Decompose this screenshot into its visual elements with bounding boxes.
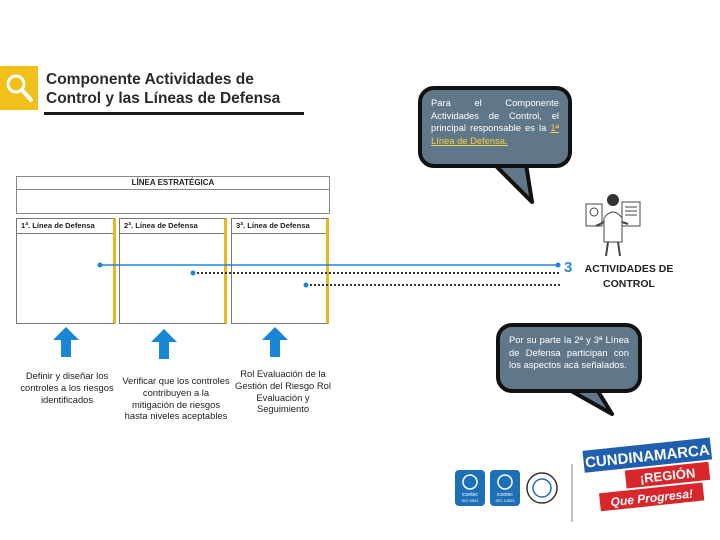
icontec-logo-1: icontec ISO 9001 (455, 470, 485, 506)
description-line-3: Rol Evaluación de la Gestión del Riesgo … (235, 368, 331, 415)
page-title-line1: Componente Actividades de (46, 71, 254, 88)
table-header: LÍNEA ESTRATÉGICA (16, 176, 330, 190)
iso-label-2: ISO 14001 (495, 498, 515, 503)
cert-label-1: icontec (462, 492, 478, 498)
bubble-top: Para el Componente Actividades de Contro… (418, 86, 572, 168)
target-number: 3 (564, 259, 573, 276)
connector-dot-3 (303, 282, 309, 288)
icontec-logo-2: icontec ISO 14001 (490, 470, 520, 506)
table-band (16, 190, 330, 214)
description-line-2: Verificar que los controles contribuyen … (122, 375, 230, 422)
page-title: Componente Actividades de Control y las … (46, 70, 306, 108)
arrow-up-icon-3 (262, 327, 288, 357)
column-header-1: 1ª. Línea de Defensa (17, 219, 113, 234)
person-documents-icon (585, 194, 641, 257)
page-title-line2: Control y las Líneas de Defensa (46, 90, 281, 107)
column-line-1: 1ª. Línea de Defensa (16, 218, 116, 324)
iso-label-1: ISO 9001 (462, 498, 480, 503)
bubble-bottom: Por su parte la 2ª y 3ª Línea de Defensa… (496, 323, 642, 393)
connector-end-1 (555, 262, 561, 268)
bubble-top-highlight: 1ª Línea de Defensa. (431, 122, 559, 146)
bubble-top-text: Para el Componente Actividades de Contro… (431, 97, 559, 133)
iqnet-seal-icon (526, 472, 558, 504)
magnifier-icon-tile (0, 66, 38, 110)
title-underline (44, 112, 304, 115)
column-header-3: 3ª. Línea de Defensa (232, 219, 326, 234)
cert-label-2: icontec (497, 492, 513, 498)
certification-logos: icontec ISO 9001 icontec ISO 14001 (455, 464, 573, 522)
description-line-1: Definir y diseñar los controles a los ri… (20, 370, 114, 405)
target-label: ACTIVIDADES DE CONTROL (584, 263, 674, 290)
magnifier-icon (6, 74, 33, 102)
arrow-up-icon-2 (151, 329, 177, 359)
connector-dot-1 (97, 262, 103, 268)
connector-dot-2 (190, 270, 196, 276)
column-header-2: 2ª. Línea de Defensa (120, 219, 224, 234)
cundinamarca-logo: CUNDINAMARCA ¡REGIÓN Que Progresa! (582, 437, 713, 512)
brand-region: ¡REGIÓN (639, 465, 696, 486)
column-line-3: 3ª. Línea de Defensa (231, 218, 329, 324)
column-line-2: 2ª. Línea de Defensa (119, 218, 227, 324)
arrow-up-icon-1 (53, 327, 79, 357)
